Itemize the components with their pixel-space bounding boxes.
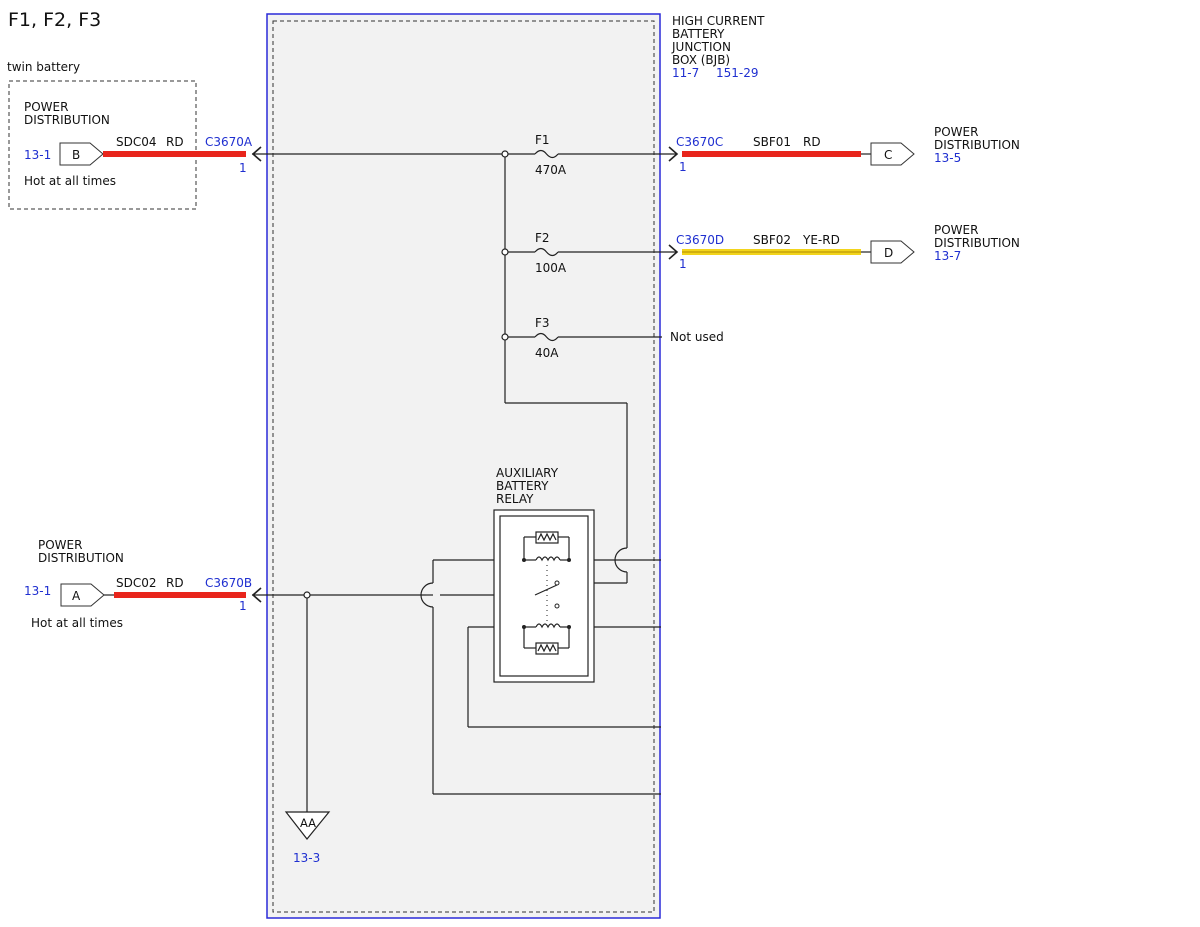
connector-label: C: [884, 148, 892, 162]
relay-contact: [554, 580, 560, 586]
relay-contact: [554, 603, 560, 609]
connector-a: A: [60, 583, 105, 607]
connector-id-link[interactable]: C3670C: [676, 135, 723, 149]
power-distribution-label: POWER: [38, 538, 82, 552]
pin-number: 1: [239, 161, 247, 175]
pin-number: 1: [679, 257, 687, 271]
ref-link[interactable]: 13-1: [24, 584, 51, 598]
auxiliary-battery-relay: [493, 509, 595, 683]
fuse-icon: [534, 247, 559, 257]
pin-arrow-icon: [251, 146, 262, 162]
ground-aa: AA: [284, 811, 331, 840]
splice-point: [501, 150, 509, 158]
twin-battery-label: twin battery: [7, 60, 80, 74]
circuit-label: SDC04: [116, 135, 157, 149]
power-distribution-label: POWER: [934, 223, 978, 237]
power-distribution-label: POWER: [934, 125, 978, 139]
pin-number: 1: [679, 160, 687, 174]
power-distribution-label: DISTRIBUTION: [38, 551, 124, 565]
fuse-name: F2: [535, 231, 550, 245]
circuit-label: SBF01: [753, 135, 791, 149]
power-distribution-label: DISTRIBUTION: [934, 138, 1020, 152]
power-distribution-label: DISTRIBUTION: [24, 113, 110, 127]
connector-label: A: [72, 589, 81, 603]
relay-label: AUXILIARY: [496, 466, 559, 480]
relay-switch-arm: [534, 584, 558, 596]
ref-link[interactable]: 13-7: [934, 249, 961, 263]
fuse-rating: 40A: [535, 346, 559, 360]
hot-at-all-times-note: Hot at all times: [31, 616, 123, 630]
wire-color-label: YE-RD: [802, 233, 840, 247]
connector-b: B: [59, 142, 104, 166]
fuse-icon: [534, 149, 559, 159]
connector-id-link[interactable]: C3670B: [205, 576, 252, 590]
bjb-label-line: BOX (BJB): [672, 53, 730, 67]
fuse-f2: F2 100A: [534, 231, 567, 275]
fuse-icon: [534, 332, 559, 342]
pin-arrow-icon: [668, 146, 679, 162]
wire-sbf02: [682, 249, 861, 255]
relay-label: RELAY: [496, 492, 534, 506]
bjb-label: HIGH CURRENT BATTERY JUNCTION BOX (BJB) …: [671, 14, 765, 80]
page-title: F1, F2, F3: [8, 9, 101, 31]
connector-c: C: [870, 142, 915, 166]
pin-number: 1: [239, 599, 247, 613]
relay-label: BATTERY: [496, 479, 549, 493]
pin-arrow-icon: [668, 244, 679, 260]
relay-terminal: [567, 625, 571, 629]
connector-id-link[interactable]: C3670D: [676, 233, 724, 247]
bjb-label-line: JUNCTION: [671, 40, 731, 54]
splice-point: [501, 248, 509, 256]
circuit-label: SDC02: [116, 576, 157, 590]
not-used-label: Not used: [670, 330, 724, 344]
bjb-ref-link[interactable]: 11-7: [672, 66, 699, 80]
fuse-name: F1: [535, 133, 550, 147]
connector-label: D: [884, 246, 893, 260]
power-distribution-label: POWER: [24, 100, 68, 114]
wire-sdc04: [103, 151, 246, 157]
wire-color-label: RD: [166, 135, 184, 149]
twin-battery-box: [8, 80, 197, 210]
fuse-rating: 100A: [535, 261, 567, 275]
relay-terminal: [522, 625, 526, 629]
bjb-label-line: BATTERY: [672, 27, 725, 41]
wire-color-label: RD: [803, 135, 821, 149]
ref-link[interactable]: 13-1: [24, 148, 51, 162]
wire-sdc02: [114, 592, 246, 598]
hot-at-all-times-note: Hot at all times: [24, 174, 116, 188]
bjb-box: [266, 13, 661, 919]
bjb-ref-link[interactable]: 151-29: [716, 66, 759, 80]
fuse-f1: F1 470A: [534, 133, 567, 177]
fuse-f3: F3 40A: [534, 316, 559, 360]
splice-point: [501, 333, 509, 341]
ref-link[interactable]: 13-3: [293, 851, 320, 865]
fuse-name: F3: [535, 316, 550, 330]
splice-point: [303, 591, 311, 599]
fuse-rating: 470A: [535, 163, 567, 177]
ground-icon: [284, 811, 331, 840]
circuit-label: SBF02: [753, 233, 791, 247]
ref-link[interactable]: 13-5: [934, 151, 961, 165]
connector-d: D: [870, 240, 915, 264]
wire-color-label: RD: [166, 576, 184, 590]
relay-coil-icon: [523, 531, 570, 562]
bjb-label-line: HIGH CURRENT: [672, 14, 765, 28]
connector-id-link[interactable]: C3670A: [205, 135, 253, 149]
ground-label: AA: [300, 816, 316, 830]
wire-sbf01: [682, 151, 861, 157]
bjb-inner-dashed: [272, 20, 655, 913]
power-distribution-label: DISTRIBUTION: [934, 236, 1020, 250]
connector-label: B: [72, 148, 80, 162]
